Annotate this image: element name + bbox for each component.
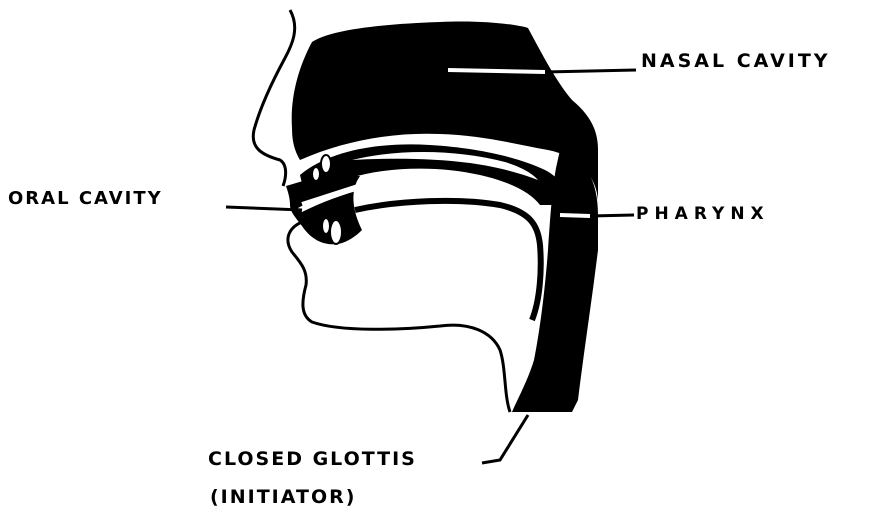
pharynx-label: PHARYNX — [636, 204, 770, 224]
face-profile-line — [253, 10, 294, 186]
upper-tooth-2 — [312, 167, 320, 181]
lower-tooth-1 — [330, 220, 342, 244]
glottis-pointer — [482, 415, 528, 463]
oral-cavity-label: ORAL CAVITY — [8, 188, 163, 209]
upper-tooth-1 — [321, 155, 331, 173]
chin-jaw-line — [288, 222, 510, 412]
tongue-root-line — [355, 201, 541, 320]
nasal-pointer-highlight — [448, 70, 545, 72]
pharynx-pointer — [590, 215, 634, 216]
closed-glottis-label: CLOSED GLOTTIS — [208, 448, 417, 470]
initiator-label: (INITIATOR) — [210, 486, 356, 508]
nasal-cavity-label: NASAL CAVITY — [641, 50, 831, 72]
pharynx-pointer-highlight — [560, 215, 590, 216]
lower-tooth-2 — [322, 218, 330, 234]
nasal-cavity-pointer — [545, 70, 636, 72]
